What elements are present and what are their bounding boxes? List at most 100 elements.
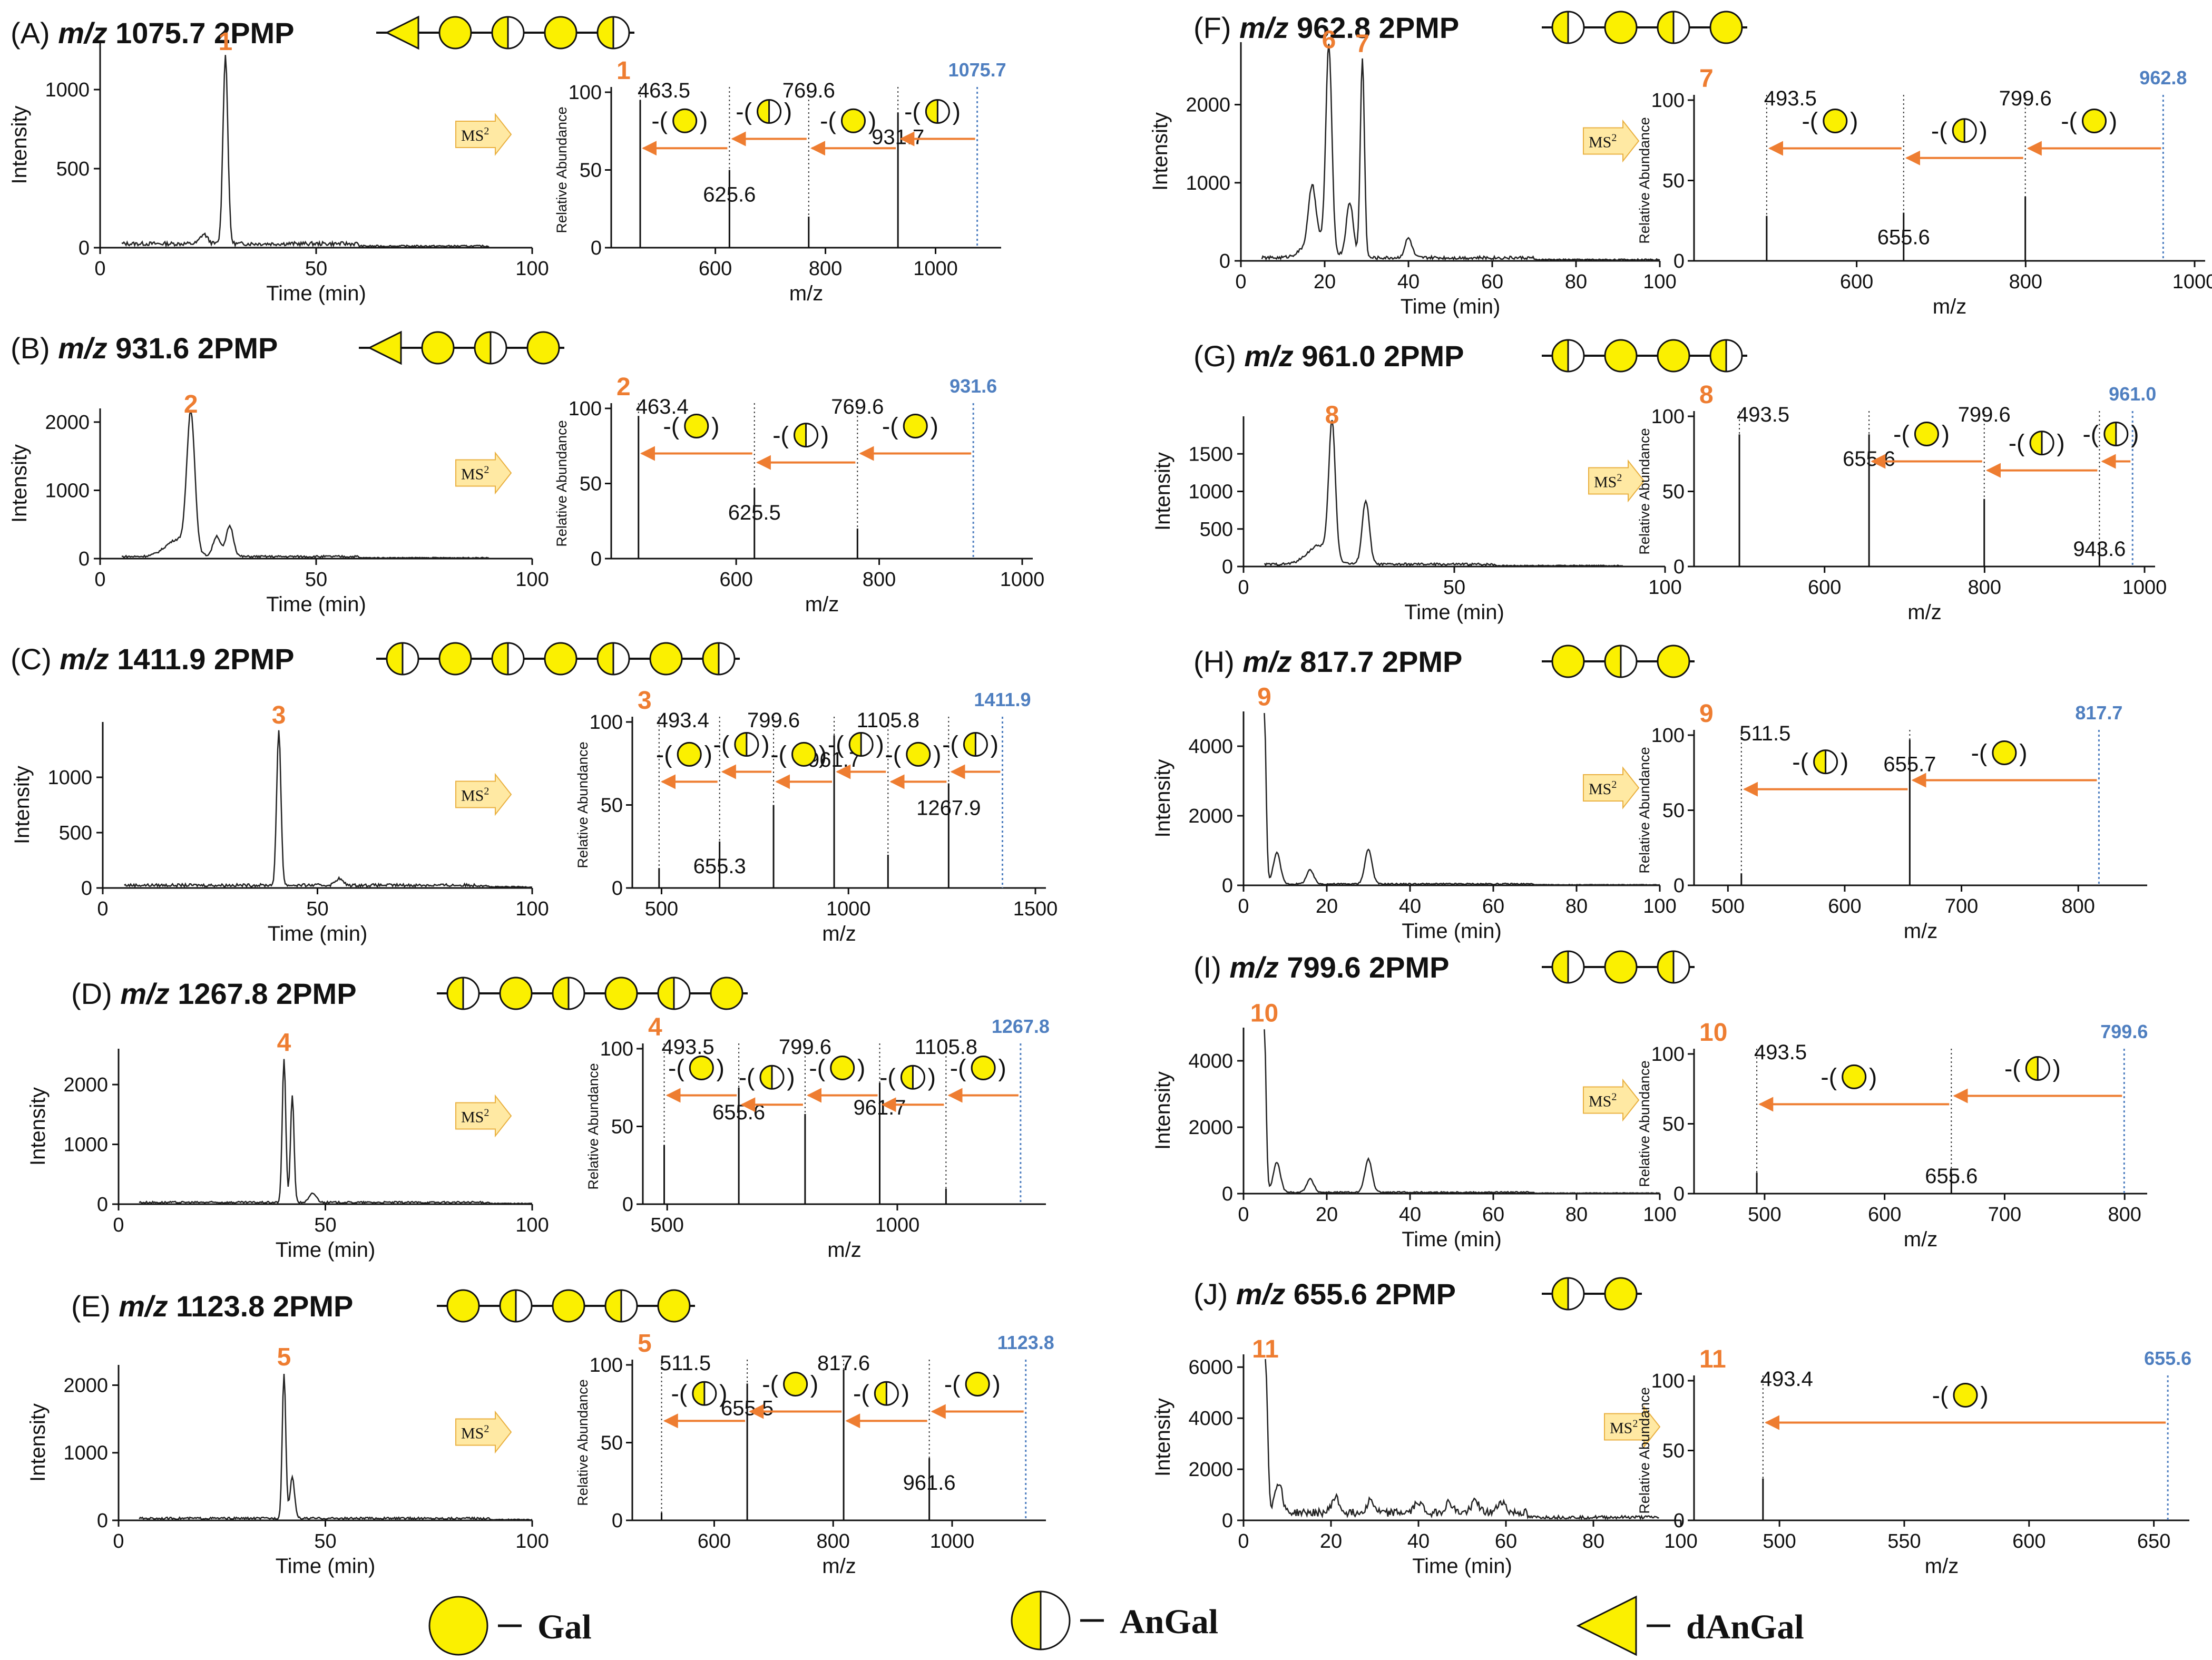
lc-x-tick-label: 0 (1238, 895, 1249, 917)
ms-peak-label: 493.4 (657, 709, 709, 732)
ms-y-tick-label: 100 (590, 1354, 623, 1376)
angal-half-filled (500, 1290, 516, 1322)
ms-panel-number: 3 (638, 687, 652, 715)
precursor-label: 931.6 (950, 375, 997, 397)
ms-xlabel: m/z (1933, 295, 1966, 318)
ms2-text: MS (1610, 1420, 1632, 1437)
loss-label: -() (2061, 108, 2117, 135)
lc-x-tick-label: 80 (1565, 1204, 1588, 1226)
gal-icon (438, 642, 472, 676)
gal-circle (903, 414, 928, 438)
gal-circle (1823, 109, 1848, 133)
gal-circle (1709, 11, 1743, 44)
loss-suffix: ) (933, 740, 941, 768)
loss-suffix: ) (787, 1063, 795, 1091)
ms2-arrow-badge: MS2 (455, 1410, 512, 1454)
ms2-arrow-shape (1583, 1078, 1640, 1122)
loss-prefix: -( (770, 740, 787, 768)
loss-suffix: ) (2019, 739, 2027, 767)
lc-y-tick-label: 1500 (1188, 443, 1233, 465)
angal-icon (1604, 645, 1638, 678)
lc-x-tick-label: 0 (97, 898, 108, 920)
loss-gal-icon (2082, 109, 2107, 133)
gal-icon (438, 16, 472, 50)
gal-circle (446, 1289, 480, 1323)
ms-peak-label: 961.7 (853, 1096, 906, 1119)
loss-suffix: ) (719, 1380, 727, 1407)
angal-half-filled (1953, 119, 1965, 142)
lc-x-tick-label: 60 (1495, 1530, 1517, 1552)
angal-half-empty (516, 1290, 532, 1322)
lc-xlabel: Time (min) (266, 282, 366, 305)
lc-ylabel: Intensity (1151, 1071, 1174, 1150)
loss-suffix: ) (711, 413, 719, 440)
lc-x-tick-label: 60 (1482, 1204, 1504, 1226)
gal-circle (428, 1596, 488, 1656)
ms2-superscript: 2 (484, 464, 489, 476)
gal-circle (971, 1056, 996, 1080)
lc-x-tick-label: 100 (515, 1530, 549, 1552)
ms2-label: MS2 (461, 1107, 489, 1126)
gal-circle (1551, 645, 1585, 678)
ms2-arrow-shape (1604, 1405, 1661, 1449)
ms2-label: MS2 (1594, 472, 1622, 491)
precursor-label: 799.6 (2100, 1021, 2148, 1042)
ms2-label: MS2 (461, 125, 489, 144)
lc-trace (1264, 1029, 1660, 1194)
ms-x-tick-label: 800 (2061, 895, 2094, 917)
lc-x-tick-label: 40 (1407, 1530, 1430, 1552)
lc-y-tick-label: 0 (81, 877, 92, 900)
panel-title: (H) m/z 817.7 2PMP (1193, 645, 1462, 678)
dangal-triangle (1576, 1595, 1637, 1656)
angal-half-empty (1568, 951, 1584, 983)
angal-icon (1551, 11, 1585, 44)
lc-trace (1265, 1359, 1659, 1521)
angal-half-empty (613, 643, 629, 675)
loss-prefix: -( (942, 731, 958, 758)
loss-prefix: -( (904, 98, 921, 125)
gal-icon (1657, 339, 1690, 373)
ms-panel-number: 2 (616, 373, 631, 401)
ms-peak-label: 817.6 (817, 1352, 870, 1375)
ms-x-tick-label: 600 (1828, 895, 1861, 917)
loss-suffix: ) (2131, 421, 2139, 448)
loss-gal-icon (684, 414, 709, 438)
ms-xlabel: m/z (827, 1238, 861, 1262)
angal-half-empty (719, 643, 735, 675)
gal-circle (1604, 950, 1638, 984)
lc-peak-label: 3 (272, 701, 286, 729)
mz-italic: m/z (1239, 11, 1288, 44)
lc-x-tick-label: 60 (1482, 895, 1504, 917)
loss-suffix: ) (1980, 117, 1988, 144)
angal-icon (474, 331, 507, 365)
lc-x-tick-label: 80 (1582, 1530, 1604, 1552)
angal-half-filled (1552, 1278, 1568, 1310)
mz-value: 817.7 2PMP (1292, 645, 1463, 678)
angal-icon (1709, 339, 1743, 373)
ms-x-tick-label: 700 (1988, 1204, 2021, 1226)
gal-icon (649, 642, 683, 676)
ms-peak-label: 493.5 (661, 1036, 714, 1059)
ms-y-tick-label: 100 (1651, 725, 1685, 747)
lc-x-tick-label: 20 (1320, 1530, 1342, 1552)
loss-gal-icon (903, 414, 928, 438)
loss-suffix: ) (998, 1054, 1006, 1082)
ms-ylabel: Relative Abundance (585, 1063, 601, 1189)
lc-y-tick-label: 1000 (45, 480, 90, 502)
loss-gal-icon (1823, 109, 1848, 133)
loss-label: -() (2082, 421, 2139, 448)
mz-value: 1411.9 2PMP (109, 642, 295, 676)
ms-peak-label: 931.7 (872, 125, 924, 149)
ms-y-tick-label: 0 (1673, 1183, 1685, 1205)
lc-x-tick-label: 100 (1643, 271, 1676, 293)
loss-gal-icon (1992, 740, 2017, 765)
lc-y-tick-label: 4000 (1188, 1050, 1233, 1072)
dangal-icon (367, 330, 402, 365)
angal-half-empty (491, 332, 506, 364)
loss-suffix: ) (1850, 108, 1858, 135)
ms-peak-label: 625.6 (703, 183, 756, 207)
loss-prefix: -( (809, 1054, 825, 1082)
angal-icon (657, 977, 691, 1010)
gal-icon (526, 331, 560, 365)
